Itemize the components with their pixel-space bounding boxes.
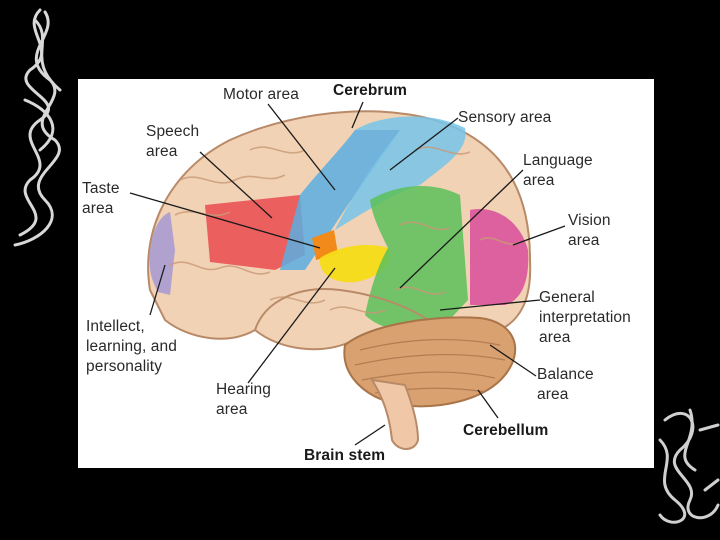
language-area-label: Language area xyxy=(523,152,593,189)
gyri-texture xyxy=(169,146,521,314)
intellect-label: Intellect, learning, and personality xyxy=(86,318,177,375)
vision-region xyxy=(470,209,529,305)
balance-area-label: Balance area xyxy=(537,366,594,403)
sensory-area-label: Sensory area xyxy=(458,109,552,126)
hearing-region xyxy=(319,245,390,283)
motor-region xyxy=(280,130,400,270)
hearing-area-label: Hearing area xyxy=(216,381,271,418)
speech-region xyxy=(205,195,305,270)
taste-area-label: Taste area xyxy=(82,180,120,217)
cerebrum-label: Cerebrum xyxy=(333,82,408,99)
language-region xyxy=(365,185,468,332)
speech-area-label: Speech area xyxy=(146,123,200,160)
motor-area-label: Motor area xyxy=(223,86,299,103)
sensory-region xyxy=(335,116,466,230)
vision-area-label: Vision area xyxy=(568,212,611,249)
brain-stem-label: Brain stem xyxy=(304,447,386,464)
brain-stem-shape xyxy=(369,378,420,450)
intellect-region xyxy=(149,212,175,295)
cerebellum-label: Cerebellum xyxy=(463,422,549,439)
leader-lines xyxy=(129,101,566,446)
general-interpretation-area-label: General interpretation area xyxy=(539,289,631,346)
